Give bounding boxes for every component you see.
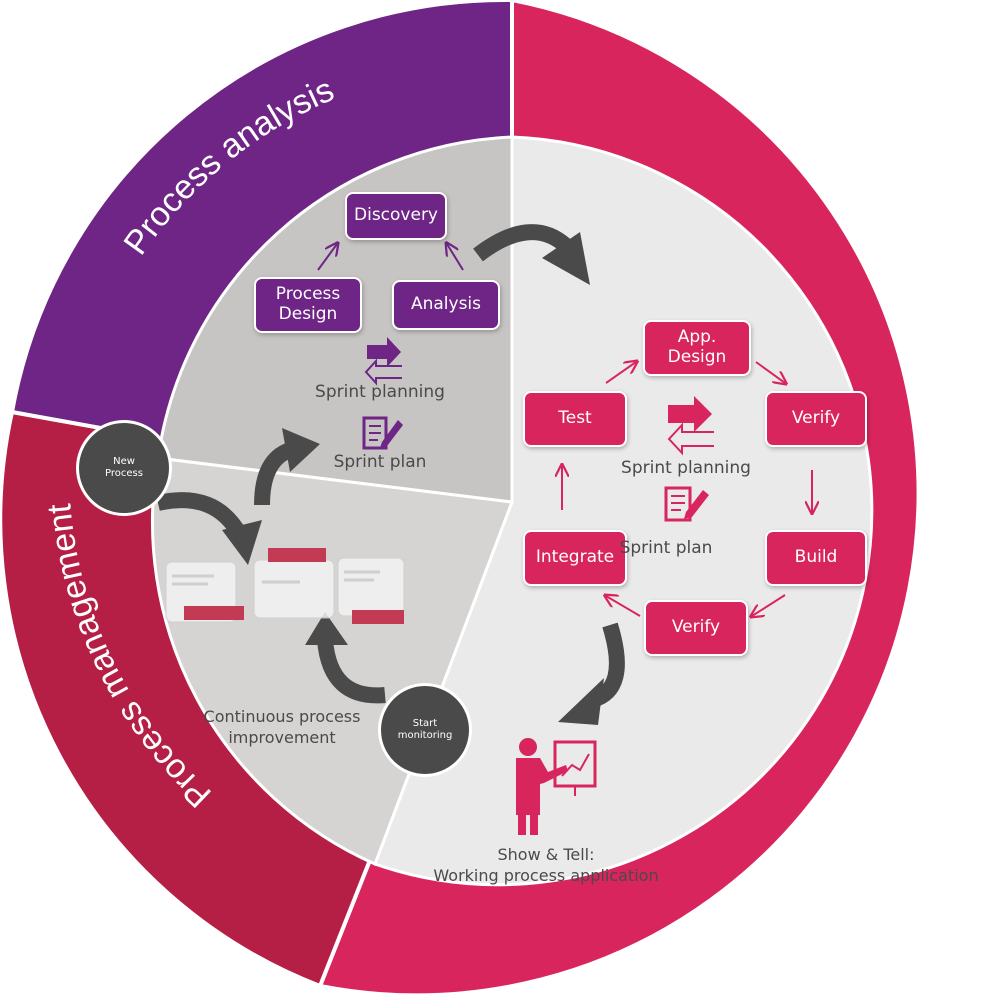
analysis-box: Analysis bbox=[392, 280, 500, 330]
arrow-test-to-design bbox=[605, 362, 636, 384]
sprint-plan-icon-build bbox=[664, 486, 709, 522]
sprint-plan-label: Sprint plan bbox=[333, 452, 427, 472]
improvement-label-1: Continuous process bbox=[203, 707, 361, 726]
improvement-label-2: improvement bbox=[228, 728, 336, 747]
arrow-verify-to-integrate bbox=[606, 596, 641, 617]
process-design-label: Process Design bbox=[275, 284, 341, 324]
build-box: Build bbox=[765, 530, 867, 586]
curved-arrow-build-to-showtell bbox=[558, 622, 625, 725]
app-design-label-2: Design bbox=[667, 347, 727, 367]
sprint-plan-icon bbox=[362, 416, 403, 450]
presenter-icon bbox=[516, 738, 597, 835]
app-design-box: App. Design bbox=[643, 320, 751, 376]
discovery-box: Discovery bbox=[345, 192, 447, 240]
build-sprint-planning-label: Sprint planning bbox=[621, 458, 751, 478]
show-tell-label-2: Working process application bbox=[433, 866, 659, 885]
curved-arrow-monitoring-loop bbox=[305, 612, 386, 704]
verify-bottom-box: Verify bbox=[644, 600, 748, 656]
start-monitoring-label-1: Start bbox=[412, 717, 438, 729]
ring-label-build: Process build bbox=[916, 291, 995, 502]
test-box: Test bbox=[523, 391, 627, 447]
curved-arrow-analysis-to-build bbox=[473, 224, 590, 285]
arrow-build-to-verify bbox=[752, 594, 786, 616]
curved-arrow-new-process-in bbox=[156, 492, 262, 565]
new-process-label-1: New bbox=[113, 455, 135, 467]
start-monitoring-label-2: monitoring bbox=[397, 730, 453, 741]
new-process-circle: New Process bbox=[76, 420, 172, 516]
sprint-planning-icon bbox=[364, 337, 402, 386]
arrow-analysis-to-discovery bbox=[447, 244, 464, 271]
curved-arrow-up-to-sprint bbox=[254, 428, 320, 506]
process-design-box: Process Design bbox=[254, 277, 362, 333]
arrow-design-to-verify bbox=[755, 361, 785, 383]
arrow-design-to-discovery bbox=[317, 244, 337, 271]
build-sprint-plan-label: Sprint plan bbox=[619, 538, 713, 558]
new-process-label-2: Process bbox=[105, 468, 143, 479]
sprint-planning-icon-build bbox=[667, 396, 714, 456]
app-design-label-1: App. bbox=[677, 327, 717, 348]
verify-top-box: Verify bbox=[765, 391, 867, 447]
show-tell-label-1: Show & Tell: bbox=[497, 845, 595, 864]
improvement-thumbnails bbox=[165, 548, 405, 624]
integrate-box: Integrate bbox=[523, 530, 627, 586]
start-monitoring-circle: Start monitoring bbox=[378, 683, 472, 777]
sprint-planning-label: Sprint planning bbox=[315, 382, 445, 402]
